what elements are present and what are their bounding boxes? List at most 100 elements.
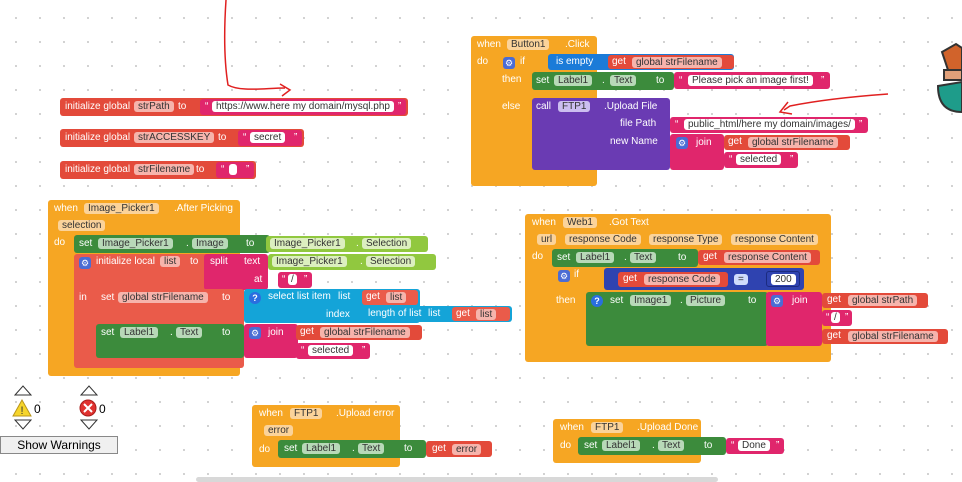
- variable-dropdown[interactable]: list: [386, 292, 407, 303]
- get-picker-selection-block[interactable]: Image_Picker1 . Selection: [266, 236, 428, 252]
- error-up-arrow-icon[interactable]: [80, 384, 98, 396]
- text-value[interactable]: https://www.here my domain/mysql.php: [212, 101, 394, 112]
- text-block[interactable]: “ public_html/here my domain/images/ ”: [670, 117, 868, 133]
- text-block[interactable]: “ Done ”: [726, 438, 784, 454]
- component-dropdown[interactable]: Label1: [120, 327, 159, 338]
- property-dropdown[interactable]: Image: [192, 238, 228, 249]
- property-dropdown[interactable]: Text: [610, 75, 637, 86]
- number-value[interactable]: 200: [771, 274, 796, 285]
- get-param-block[interactable]: get response Content: [698, 250, 820, 265]
- variable-dropdown[interactable]: global strFilename: [748, 137, 838, 148]
- text-value[interactable]: secret: [250, 132, 286, 143]
- variable-dropdown[interactable]: global strFilename: [632, 57, 722, 68]
- event-parameter[interactable]: response Code: [565, 234, 641, 245]
- component-dropdown[interactable]: FTP1: [558, 101, 591, 112]
- property-dropdown[interactable]: Text: [176, 327, 203, 338]
- get-param-block[interactable]: get error: [426, 441, 492, 457]
- component-dropdown[interactable]: Label1: [602, 440, 641, 451]
- component-dropdown[interactable]: Label1: [576, 252, 615, 263]
- text-block[interactable]: “ secret ”: [238, 130, 302, 146]
- get-local-block[interactable]: get list: [452, 307, 510, 321]
- variable-name-field[interactable]: strFilename: [134, 164, 195, 175]
- text-block[interactable]: “ selected ”: [296, 343, 370, 359]
- set-label-text-block[interactable]: set Label1 . Text to: [578, 437, 726, 455]
- event-parameter[interactable]: error: [264, 425, 294, 436]
- property-dropdown[interactable]: Text: [630, 252, 657, 263]
- gear-icon[interactable]: ⚙: [249, 327, 261, 339]
- text-block[interactable]: “ ”: [216, 162, 254, 178]
- gear-icon[interactable]: ⚙: [676, 137, 688, 149]
- join-block[interactable]: ⚙ join: [244, 324, 298, 358]
- warning-up-arrow-icon[interactable]: [14, 384, 32, 396]
- gear-icon[interactable]: ⚙: [558, 270, 570, 282]
- get-local-block[interactable]: get list: [362, 290, 418, 305]
- component-dropdown[interactable]: FTP1: [290, 408, 323, 419]
- if-else-block[interactable]: ⚙ if then else: [498, 53, 536, 175]
- set-picker-image-block[interactable]: set Image_Picker1 . Image to: [74, 235, 270, 253]
- event-parameter[interactable]: response Content: [731, 234, 818, 245]
- variable-dropdown[interactable]: response Content: [724, 252, 811, 263]
- set-label-text-block[interactable]: set Label1 . Text to: [278, 440, 426, 458]
- init-global-strpath[interactable]: initialize global strPath to “ https://w…: [60, 98, 408, 116]
- get-variable-block[interactable]: get global strFilename: [608, 55, 734, 69]
- warning-down-arrow-icon[interactable]: [14, 419, 32, 431]
- set-global-filename-block[interactable]: set global strFilename to: [96, 289, 244, 323]
- component-dropdown[interactable]: FTP1: [591, 422, 624, 433]
- text-value[interactable]: [229, 164, 237, 175]
- gear-icon[interactable]: ⚙: [771, 295, 783, 307]
- gear-icon[interactable]: ⚙: [503, 57, 515, 69]
- text-value[interactable]: /: [831, 312, 840, 323]
- property-dropdown[interactable]: Text: [658, 440, 685, 451]
- component-dropdown[interactable]: Label1: [302, 443, 341, 454]
- variable-name-field[interactable]: strACCESSKEY: [134, 132, 215, 143]
- property-dropdown[interactable]: Selection: [366, 256, 416, 267]
- event-parameter[interactable]: selection: [58, 220, 106, 231]
- get-variable-block[interactable]: get global strFilename: [724, 135, 850, 150]
- get-param-block[interactable]: get response Code: [618, 272, 728, 287]
- variable-name-field[interactable]: strPath: [134, 101, 174, 112]
- get-variable-block[interactable]: get global strPath: [822, 293, 928, 308]
- set-label-text-block[interactable]: set Label1 . Text to: [96, 324, 244, 358]
- split-block[interactable]: split text at: [204, 254, 268, 290]
- property-dropdown[interactable]: Text: [358, 443, 385, 454]
- variable-dropdown[interactable]: global strFilename: [320, 327, 410, 338]
- set-image-picture-block[interactable]: ? set Image1 . Picture to: [586, 292, 768, 346]
- text-block[interactable]: “ https://www.here my domain/mysql.php ”: [200, 99, 406, 115]
- variable-dropdown[interactable]: response Code: [644, 274, 720, 285]
- variable-dropdown[interactable]: global strFilename: [118, 292, 208, 303]
- help-icon[interactable]: ?: [591, 295, 603, 307]
- init-global-straccesskey[interactable]: initialize global strACCESSKEY to “ secr…: [60, 129, 304, 147]
- component-dropdown[interactable]: Image_Picker1: [270, 238, 345, 249]
- component-dropdown[interactable]: Button1: [507, 39, 550, 50]
- join-block[interactable]: ⚙ join: [670, 134, 724, 170]
- error-down-arrow-icon[interactable]: [80, 419, 98, 431]
- init-global-strfilename[interactable]: initialize global strFilename to “ ”: [60, 161, 256, 179]
- variable-dropdown[interactable]: global strPath: [848, 295, 918, 306]
- if-block[interactable]: ⚙ if then: [552, 267, 590, 353]
- get-picker-selection-block[interactable]: Image_Picker1 . Selection: [268, 254, 436, 270]
- text-value[interactable]: Done: [738, 440, 770, 451]
- text-value[interactable]: Please pick an image first!: [688, 75, 813, 86]
- show-warnings-button[interactable]: Show Warnings: [0, 436, 118, 454]
- property-dropdown[interactable]: Selection: [362, 238, 412, 249]
- component-dropdown[interactable]: Web1: [563, 217, 597, 228]
- text-value[interactable]: selected: [308, 345, 354, 356]
- variable-dropdown[interactable]: error: [452, 444, 482, 455]
- component-dropdown[interactable]: Image1: [630, 295, 672, 306]
- join-block[interactable]: ⚙ join: [766, 292, 822, 346]
- gear-icon[interactable]: ⚙: [79, 257, 91, 269]
- get-variable-block[interactable]: get global strFilename: [822, 329, 948, 344]
- local-name-field[interactable]: list: [160, 256, 181, 267]
- component-dropdown[interactable]: Image_Picker1: [84, 203, 159, 214]
- set-label-text-block[interactable]: set Label1 . Text to: [532, 72, 674, 90]
- text-value[interactable]: selected: [736, 154, 782, 165]
- text-value[interactable]: /: [288, 274, 297, 285]
- text-block[interactable]: “ / ”: [278, 272, 312, 288]
- variable-dropdown[interactable]: list: [476, 309, 497, 320]
- event-parameter[interactable]: url: [537, 234, 557, 245]
- horizontal-scrollbar[interactable]: [196, 477, 718, 482]
- component-dropdown[interactable]: Label1: [554, 75, 593, 86]
- call-ftp-upload-block[interactable]: call FTP1 .Upload File file Path new Nam…: [532, 98, 670, 170]
- text-block[interactable]: “ selected ”: [724, 152, 798, 168]
- operator-dropdown[interactable]: =: [734, 274, 748, 285]
